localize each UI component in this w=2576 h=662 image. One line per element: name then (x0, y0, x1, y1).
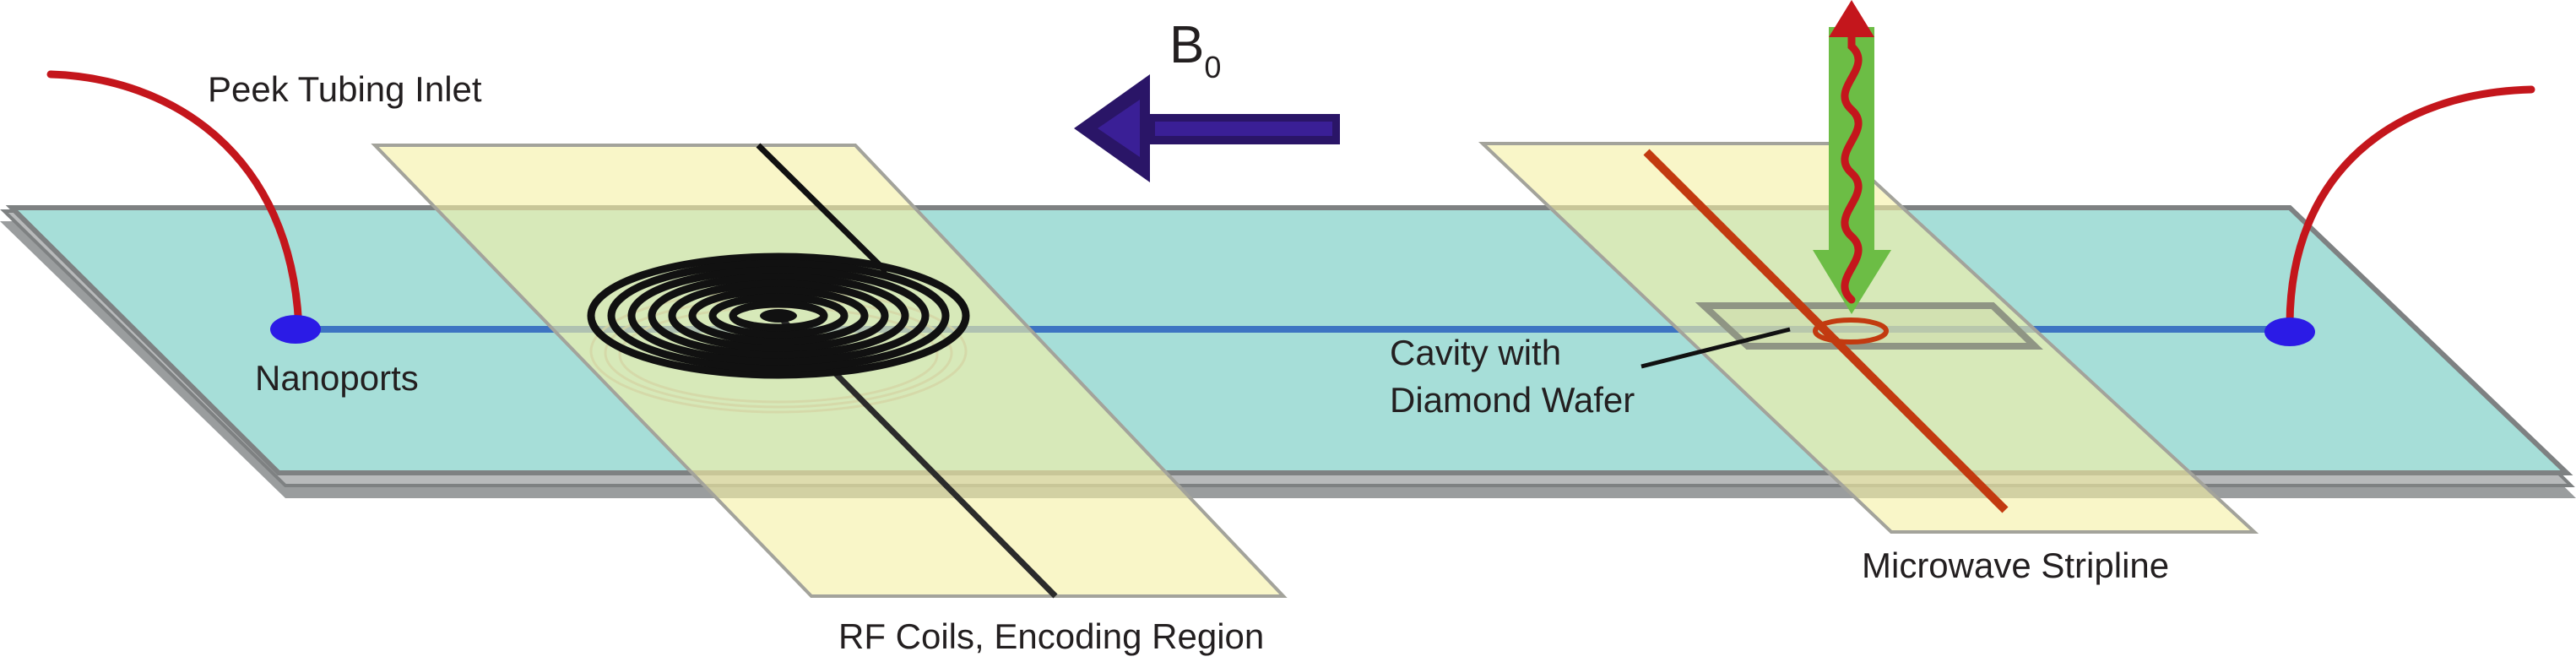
nanoports-label: Nanoports (255, 358, 419, 398)
nanoport-right (2264, 317, 2315, 346)
peek-tubing-inlet-label: Peek Tubing Inlet (208, 69, 482, 109)
wavy-up-arrow-icon (1829, 0, 1874, 304)
cavity-label-line1: Cavity with (1390, 333, 1561, 372)
nanoport-left (270, 315, 321, 344)
peek-tubing-outlet (2286, 85, 2535, 334)
microwave-stripline-label: Microwave Stripline (1862, 545, 2169, 585)
channel-plate (5, 205, 2573, 475)
cavity-label-line2: Diamond Wafer (1390, 380, 1635, 420)
rf-coil (587, 252, 970, 379)
cavity-outline (1695, 302, 2043, 350)
rf-coil-center (760, 309, 797, 323)
field-label: B0 (1169, 16, 1221, 84)
cavity-pointer (1641, 327, 1791, 369)
peek-tubing-inlet (46, 70, 303, 334)
left-arrow-icon (1074, 74, 1340, 182)
microwave-stripline-board (1478, 142, 2259, 534)
rf-coils-label: RF Coils, Encoding Region (838, 616, 1264, 656)
diamond-wafer (1813, 317, 1889, 345)
rf-coil-lead-top (756, 143, 889, 274)
microwave-stripline (1643, 149, 2009, 513)
